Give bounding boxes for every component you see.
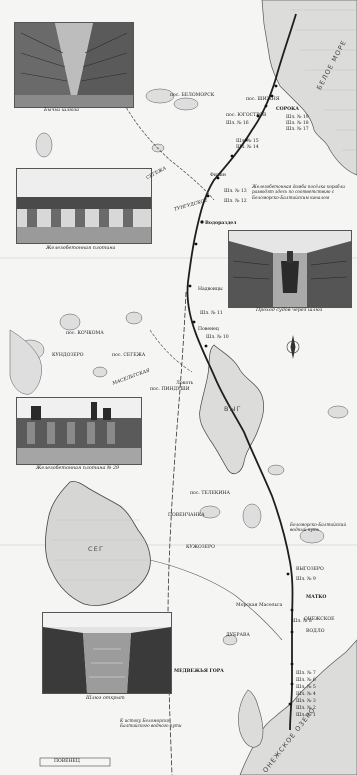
lock-4: Шл. № 4 (296, 692, 316, 697)
note-2: Беломорско-Балтийский водный путь (290, 522, 347, 533)
place-vodlo: ВОДЛО (306, 629, 325, 634)
place-yugostrov: пос. ЮГОСТРОВ (226, 113, 267, 118)
lock-markers (188, 84, 294, 706)
lock-8: Шл. № 8 (292, 619, 312, 624)
photo-dam-29-image (17, 398, 141, 464)
place-belomorsk: пос. БЕЛОМОРСК (170, 93, 215, 98)
caption-photo1: Бычьи шлюза (44, 108, 79, 113)
photo-concrete-dam (16, 168, 152, 244)
lock-6: Шл. № 6 (296, 678, 316, 683)
photo-ships-lock-image (229, 231, 351, 307)
lock-19: Шл. № 19 (286, 115, 309, 120)
place-segezha2: пос. СЕГЕЖА (112, 353, 146, 358)
lock-13: Шл. № 13 (224, 189, 247, 194)
lake-stream (149, 559, 283, 641)
photo-lock-walls-image (15, 23, 133, 107)
onega-bay (238, 689, 264, 748)
canal-route (186, 13, 297, 731)
place-kundozero: КУНДОЗЕРО (52, 353, 84, 358)
lock-18: Шл. № 18 (286, 121, 309, 126)
bottom-scale-box (39, 757, 111, 767)
bottom-label: ПОВЕНЕЦ (54, 759, 80, 764)
lock-3: Шл. № 3 (296, 699, 316, 704)
lock-5: Шл. № 5 (296, 685, 316, 690)
river-west (119, 95, 215, 201)
place-kochkoma: пос. КОЧКОМА (66, 331, 104, 336)
lock-17: Шл. № 17 (286, 127, 309, 132)
place-kuzhozero: КУЖОЗЕРО (186, 545, 215, 550)
place-medvezhya: МЕДВЕЖЬЯ ГОРА (174, 669, 224, 674)
place-telekina: пос. ТЕЛЕКИНА (190, 491, 230, 496)
label-vyg: ВЫГ (224, 405, 242, 413)
photo-dam-29 (16, 397, 142, 465)
lock-16: Шл. № 16 (226, 121, 249, 126)
lock-7: Шл. № 7 (296, 671, 316, 676)
place-vodorazdel: Водораздел (205, 221, 237, 226)
lock-12: Шл. № 12 (224, 199, 247, 204)
place-povenets: Повенец (198, 327, 219, 332)
caption-photo5: Шлюз открыт (86, 696, 125, 701)
place-vygozero: ВЫГОЗЕРО (296, 567, 324, 572)
caption-photo2: Железобетонная плотина (46, 246, 116, 251)
note-3: К истоку Беломорско-Балтийского водного … (120, 718, 182, 729)
caption-photo4: Железобетонная плотина № 29 (36, 466, 120, 471)
place-shizhnya: пос. ШИЖНЯ (246, 97, 280, 102)
place-nadvoitsy: Надвоицы (198, 287, 223, 292)
seg-lake (44, 481, 151, 606)
photo-open-lock-image (43, 613, 171, 693)
note-1: Железобетонная дамба посёлка корабли раз… (252, 184, 345, 200)
lock-2: Шл. № 2 (296, 706, 316, 711)
white-sea-hatching (290, 9, 357, 151)
caption-photo3: Проход судов через шлюз (256, 308, 323, 313)
place-dubrava: ДУБРАВА (226, 633, 250, 638)
place-soroka: СОРОКА (276, 107, 300, 112)
lock-10: Шл. № 10 (206, 335, 229, 340)
place-filin: Филин (210, 173, 226, 178)
river-south (149, 329, 193, 373)
place-onega-side: ОНЕЖСКОЕ (304, 617, 335, 622)
place-matko: МАТКО (306, 595, 327, 600)
place-povenchanka: ПОВЕНЧАНКА (168, 513, 205, 518)
photo-lock-walls (14, 22, 134, 108)
photo-concrete-dam-image (17, 169, 151, 243)
lock-11: Шл. № 11 (200, 311, 223, 316)
photo-ships-lock (228, 230, 352, 308)
seg-lake-hatching (52, 519, 148, 581)
lock-1: Шл. № 1 (296, 713, 316, 718)
place-lokot: Локоть (176, 381, 194, 386)
lock-15: Шл. № 15 (236, 139, 259, 144)
photo-open-lock (42, 612, 172, 694)
place-morskaya-maselga: Морская Масельга (236, 603, 283, 608)
lock-14: Шл. № 14 (236, 145, 259, 150)
lock-9: Шл. № 9 (296, 577, 316, 582)
small-lakes (9, 88, 349, 646)
compass-rose (286, 335, 300, 359)
label-seg: СЕГ (88, 545, 105, 553)
place-pindushi: пос. ПИНДУШИ (150, 387, 190, 392)
